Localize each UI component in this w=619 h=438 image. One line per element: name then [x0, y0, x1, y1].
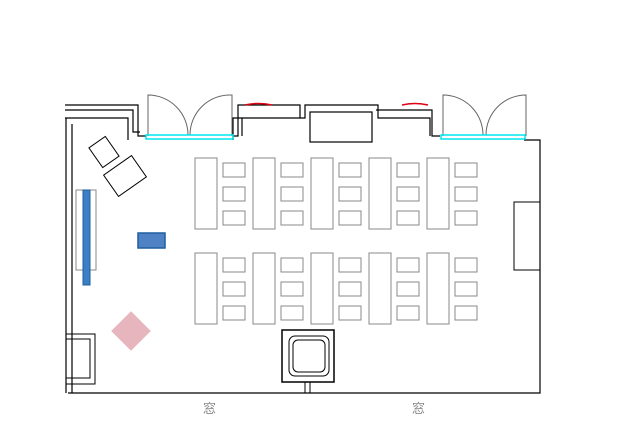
desk: [368, 157, 392, 230]
chair: [222, 257, 246, 273]
desk: [426, 157, 450, 230]
chair: [280, 305, 304, 321]
chair: [454, 305, 478, 321]
desk: [310, 157, 334, 230]
pink-item: [111, 311, 151, 351]
chair: [338, 305, 362, 321]
sofa-tables: [88, 135, 148, 198]
chair: [338, 210, 362, 226]
chair: [222, 281, 246, 297]
chair: [396, 281, 420, 297]
desk: [252, 157, 276, 230]
chair: [396, 162, 420, 178]
desk: [310, 252, 334, 325]
door-glass-left: [145, 134, 234, 140]
walls: [65, 104, 541, 394]
desk: [194, 157, 218, 230]
desk: [252, 252, 276, 325]
chair: [454, 162, 478, 178]
doors: [147, 94, 527, 136]
window-label-right: 窓: [412, 402, 426, 417]
desk: [194, 252, 218, 325]
chair: [280, 281, 304, 297]
chair: [396, 257, 420, 273]
chair: [396, 210, 420, 226]
desk-grid: [194, 157, 478, 325]
chair: [396, 186, 420, 202]
cabinet: [513, 201, 541, 271]
chair: [454, 281, 478, 297]
blue-panel: [82, 189, 91, 286]
door-glass-right: [440, 134, 526, 140]
chair: [454, 186, 478, 202]
chair: [222, 210, 246, 226]
chair: [222, 162, 246, 178]
chair: [338, 257, 362, 273]
chair: [338, 186, 362, 202]
chair: [454, 257, 478, 273]
chair: [280, 186, 304, 202]
chair: [338, 162, 362, 178]
chair: [280, 257, 304, 273]
window-label-left: 窓: [203, 402, 217, 417]
chair: [396, 305, 420, 321]
chair: [222, 305, 246, 321]
blue-box: [137, 232, 166, 249]
chair: [222, 186, 246, 202]
chair: [454, 210, 478, 226]
chair: [280, 210, 304, 226]
pillars: [66, 329, 335, 393]
chair: [280, 162, 304, 178]
desk: [426, 252, 450, 325]
desk: [368, 252, 392, 325]
window-marks: [244, 102, 429, 106]
chair: [338, 281, 362, 297]
